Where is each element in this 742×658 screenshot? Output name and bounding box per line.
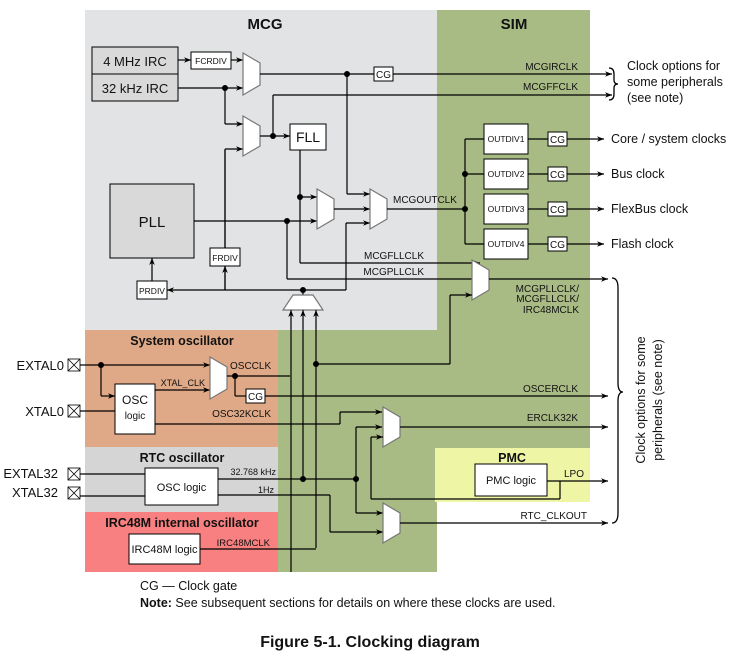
erclk32k-label: ERCLK32K	[527, 413, 578, 424]
pll-fll-mux	[316, 187, 335, 231]
pmc-logic-block	[474, 463, 548, 497]
cg-legend: CG — Clock gate	[140, 579, 237, 593]
rtc-osc-logic-label: OSC logic	[157, 482, 207, 494]
fcrdiv-label: FCRDIV	[195, 56, 227, 66]
lpo-label: LPO	[564, 469, 584, 480]
cg-oscerclk-label: CG	[248, 392, 263, 403]
rtc-clkout-label: RTC_CLKOUT	[521, 511, 588, 522]
rtc-32k-label: 32.768 kHz	[230, 467, 276, 477]
top-note-line3: (see note)	[627, 91, 683, 105]
flexbus-clock-label: FlexBus clock	[611, 202, 689, 216]
pmc-title: PMC	[498, 451, 526, 465]
mux-out-label-2: MCGFLLCLK/	[516, 294, 579, 305]
extal32-pin	[67, 467, 81, 481]
frdiv-label: FRDIV	[212, 253, 238, 263]
oscerclk-label: OSCERCLK	[523, 384, 578, 395]
fll-ref-mux	[242, 114, 261, 158]
extal0-pin	[67, 358, 81, 372]
fll-block	[289, 123, 327, 151]
rtc-osc-logic-block	[144, 467, 219, 506]
flash-clock-label: Flash clock	[611, 237, 674, 251]
oscclk-label: OSCCLK	[230, 361, 271, 372]
extal0-pin-label: EXTAL0	[17, 358, 64, 373]
prdiv-label: PRDIV	[139, 286, 165, 296]
rtc-1hz-label: 1Hz	[258, 485, 275, 495]
mux-out-label-1: MCGPLLCLK/	[516, 284, 580, 295]
rtc-osc-title: RTC oscillator	[140, 451, 225, 465]
pll-label: PLL	[139, 214, 166, 231]
rtc-clkout-mux	[382, 501, 401, 545]
mcg-title: MCG	[248, 16, 283, 33]
osc-logic-label-1: OSC	[122, 393, 148, 407]
top-note-line1: Clock options for	[627, 59, 720, 73]
outdiv2-label: OUTDIV2	[488, 169, 525, 179]
cg-label: CG	[550, 135, 565, 146]
osc-mux	[209, 355, 228, 401]
erclk32k-mux	[382, 405, 401, 449]
outdiv-gates: CG CG CG CG	[528, 131, 604, 252]
figure-caption: Figure 5-1. Clocking diagram	[260, 634, 480, 651]
irc48mclk-label: IRC48MCLK	[217, 538, 271, 549]
outdiv3-block	[483, 193, 529, 225]
peripheral-clock-mux	[471, 258, 490, 302]
fll-label: FLL	[296, 129, 320, 145]
xtal32-pin-label: XTAL32	[12, 485, 58, 500]
mux-out-label-3: IRC48MCLK	[523, 305, 579, 316]
outdiv1-block	[483, 123, 529, 155]
pll-block	[109, 183, 195, 259]
note-legend: Note: See subsequent sections for detail…	[140, 596, 556, 610]
mcgfllclk-label: MCGFLLCLK	[364, 251, 424, 262]
cg-label: CG	[550, 170, 565, 181]
sim-title: SIM	[501, 16, 528, 33]
pmc-logic-label: PMC logic	[486, 475, 537, 487]
mcgoutclk-label: MCGOUTCLK	[393, 195, 457, 206]
irc48m-logic-block	[128, 533, 201, 565]
side-brace	[611, 277, 624, 524]
mcgirclk-label: MCGIRCLK	[525, 62, 578, 73]
note-label: Note:	[140, 596, 172, 610]
xtal0-pin-label: XTAL0	[25, 404, 64, 419]
irc48m-logic-label: IRC48M logic	[131, 544, 198, 556]
core-clock-label: Core / system clocks	[611, 132, 726, 146]
top-note-line2: some peripherals	[627, 75, 723, 89]
system-osc-title: System oscillator	[130, 334, 234, 348]
irc-mux	[242, 51, 261, 97]
xtal-clk-label: XTAL_CLK	[161, 378, 205, 388]
irc-32khz-label: 32 kHz IRC	[102, 81, 168, 96]
sim-region-lower	[278, 330, 437, 572]
bus-clock-label: Bus clock	[611, 167, 665, 181]
side-note-line1: Clock options for some	[634, 336, 648, 463]
irc-32khz-block	[91, 73, 179, 102]
outdiv2-block	[483, 158, 529, 190]
irc48m-title: IRC48M internal oscillator	[105, 516, 259, 530]
side-note-line2: peripherals (see note)	[651, 339, 665, 461]
note-text: See subsequent sections for details on w…	[172, 596, 556, 610]
xtal0-pin	[67, 404, 81, 418]
outdiv4-label: OUTDIV4	[488, 239, 525, 249]
outdiv1-label: OUTDIV1	[488, 134, 525, 144]
cg-mcgirclk-label: CG	[376, 70, 391, 81]
ext-ref-mux	[281, 294, 325, 311]
osc-logic-label-2: logic	[125, 411, 146, 422]
osc32kclk-label: OSC32KCLK	[212, 409, 271, 420]
mcgout-mux	[369, 187, 388, 231]
outdiv3-label: OUTDIV3	[488, 204, 525, 214]
extal32-pin-label: EXTAL32	[3, 466, 58, 481]
osc-logic-block	[114, 383, 156, 435]
top-brace	[608, 67, 619, 101]
cg-label: CG	[550, 205, 565, 216]
mcgffclk-label: MCGFFCLK	[523, 82, 578, 93]
irc-4mhz-label: 4 MHz IRC	[103, 54, 167, 69]
xtal32-pin	[67, 486, 81, 500]
mcgpllclk-label: MCGPLLCLK	[363, 267, 424, 278]
cg-label: CG	[550, 240, 565, 251]
